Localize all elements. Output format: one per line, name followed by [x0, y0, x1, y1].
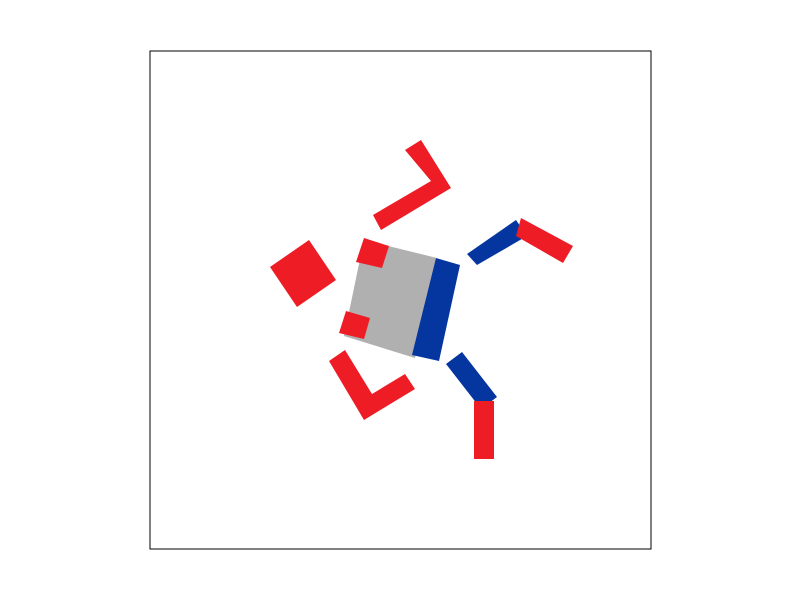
front-leg-lower-thigh — [446, 352, 497, 409]
front-leg-upper-shin — [516, 218, 573, 263]
detached-leg-upper — [373, 140, 451, 230]
detached-head-block — [270, 240, 336, 307]
body-rear-tab-lower — [339, 311, 370, 339]
body-rear-tab-upper — [356, 238, 389, 268]
front-leg-lower-shin — [474, 401, 494, 459]
body-front-plate — [412, 258, 460, 361]
front-leg-upper-thigh — [467, 220, 527, 265]
detached-leg-lower — [329, 350, 415, 420]
robot-body — [344, 240, 437, 358]
world-frame — [149, 50, 652, 550]
